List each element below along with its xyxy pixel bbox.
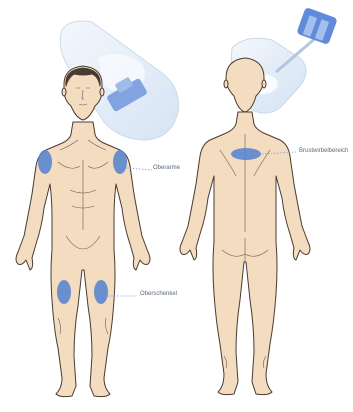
label-thoracic-spine: Brustwirbelbereich (299, 148, 348, 154)
label-thigh: Oberschenkel (140, 291, 177, 297)
site-thoracic-spine (231, 148, 261, 160)
site-thigh-left (57, 280, 71, 304)
site-upper-arm-left (38, 150, 52, 174)
label-upper-arm: Oberarme (153, 165, 180, 171)
site-thigh-right (94, 280, 108, 304)
site-upper-arm-right (113, 150, 127, 174)
